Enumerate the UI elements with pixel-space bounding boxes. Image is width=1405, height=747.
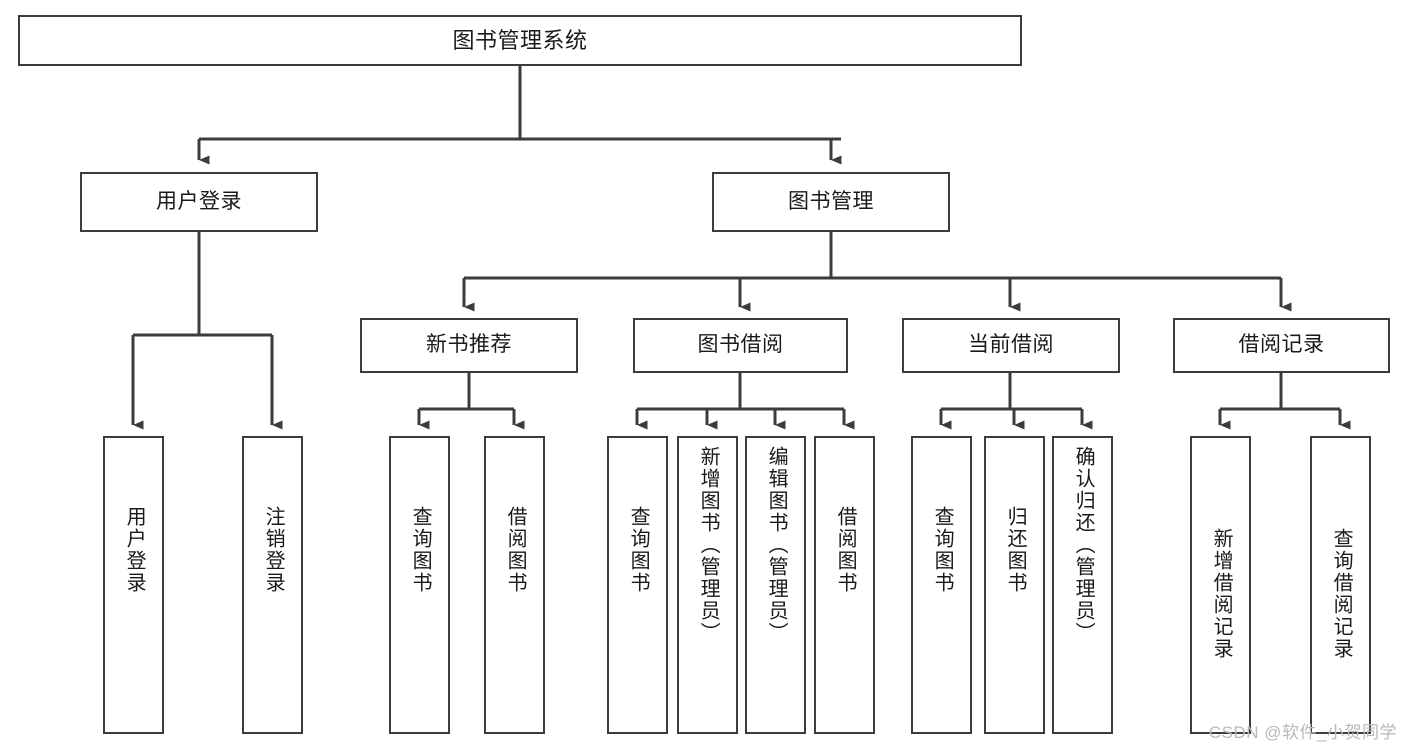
node-book-manage-label: 图书管理 [788,189,874,213]
node-leaf-user-logout[interactable]: 注销登录 [242,436,303,734]
node-leaf-query-record-label: 查询借阅记录 [1330,528,1353,660]
node-leaf-add-record[interactable]: 新增借阅记录 [1190,436,1251,734]
node-current-borrow[interactable]: 当前借阅 [902,318,1120,373]
node-leaf-edit-book[interactable]: 编辑图书（管理员） [745,436,806,734]
node-leaf-query-book-3-label: 查询图书 [931,506,954,594]
node-book-borrow[interactable]: 图书借阅 [633,318,848,373]
node-user-login-label: 用户登录 [156,189,242,213]
node-leaf-query-book-1-label: 查询图书 [409,506,432,594]
node-leaf-confirm-return-label: 确认归还（管理员） [1072,446,1095,644]
node-leaf-user-login[interactable]: 用户登录 [103,436,164,734]
node-leaf-query-record[interactable]: 查询借阅记录 [1310,436,1371,734]
node-user-login[interactable]: 用户登录 [80,172,318,232]
node-leaf-add-record-label: 新增借阅记录 [1210,528,1233,660]
node-leaf-return-book-label: 归还图书 [1004,506,1027,594]
node-leaf-add-book-label: 新增图书（管理员） [697,446,720,644]
node-leaf-user-login-label: 用户登录 [123,506,146,594]
node-new-book-rec[interactable]: 新书推荐 [360,318,578,373]
node-leaf-borrow-book-2[interactable]: 借阅图书 [814,436,875,734]
node-leaf-query-book-2[interactable]: 查询图书 [607,436,668,734]
node-leaf-add-book[interactable]: 新增图书（管理员） [677,436,738,734]
node-book-manage[interactable]: 图书管理 [712,172,950,232]
node-leaf-query-book-1[interactable]: 查询图书 [389,436,450,734]
node-book-borrow-label: 图书借阅 [697,333,784,357]
node-root[interactable]: 图书管理系统 [18,15,1022,66]
node-leaf-borrow-book-2-label: 借阅图书 [834,506,857,594]
node-leaf-confirm-return[interactable]: 确认归还（管理员） [1052,436,1113,734]
node-borrow-record-label: 借阅记录 [1238,333,1325,357]
node-leaf-edit-book-label: 编辑图书（管理员） [765,446,788,644]
node-root-label: 图书管理系统 [452,27,588,53]
node-new-book-rec-label: 新书推荐 [426,333,512,357]
node-leaf-borrow-book-1-label: 借阅图书 [504,506,527,594]
node-leaf-return-book[interactable]: 归还图书 [984,436,1045,734]
node-leaf-user-logout-label: 注销登录 [262,506,285,594]
node-leaf-query-book-3[interactable]: 查询图书 [911,436,972,734]
node-borrow-record[interactable]: 借阅记录 [1173,318,1390,373]
node-leaf-borrow-book-1[interactable]: 借阅图书 [484,436,545,734]
csdn-watermark: CSDN @软件_小贺同学 [1208,723,1397,742]
node-current-borrow-label: 当前借阅 [968,333,1054,357]
node-leaf-query-book-2-label: 查询图书 [627,506,650,594]
